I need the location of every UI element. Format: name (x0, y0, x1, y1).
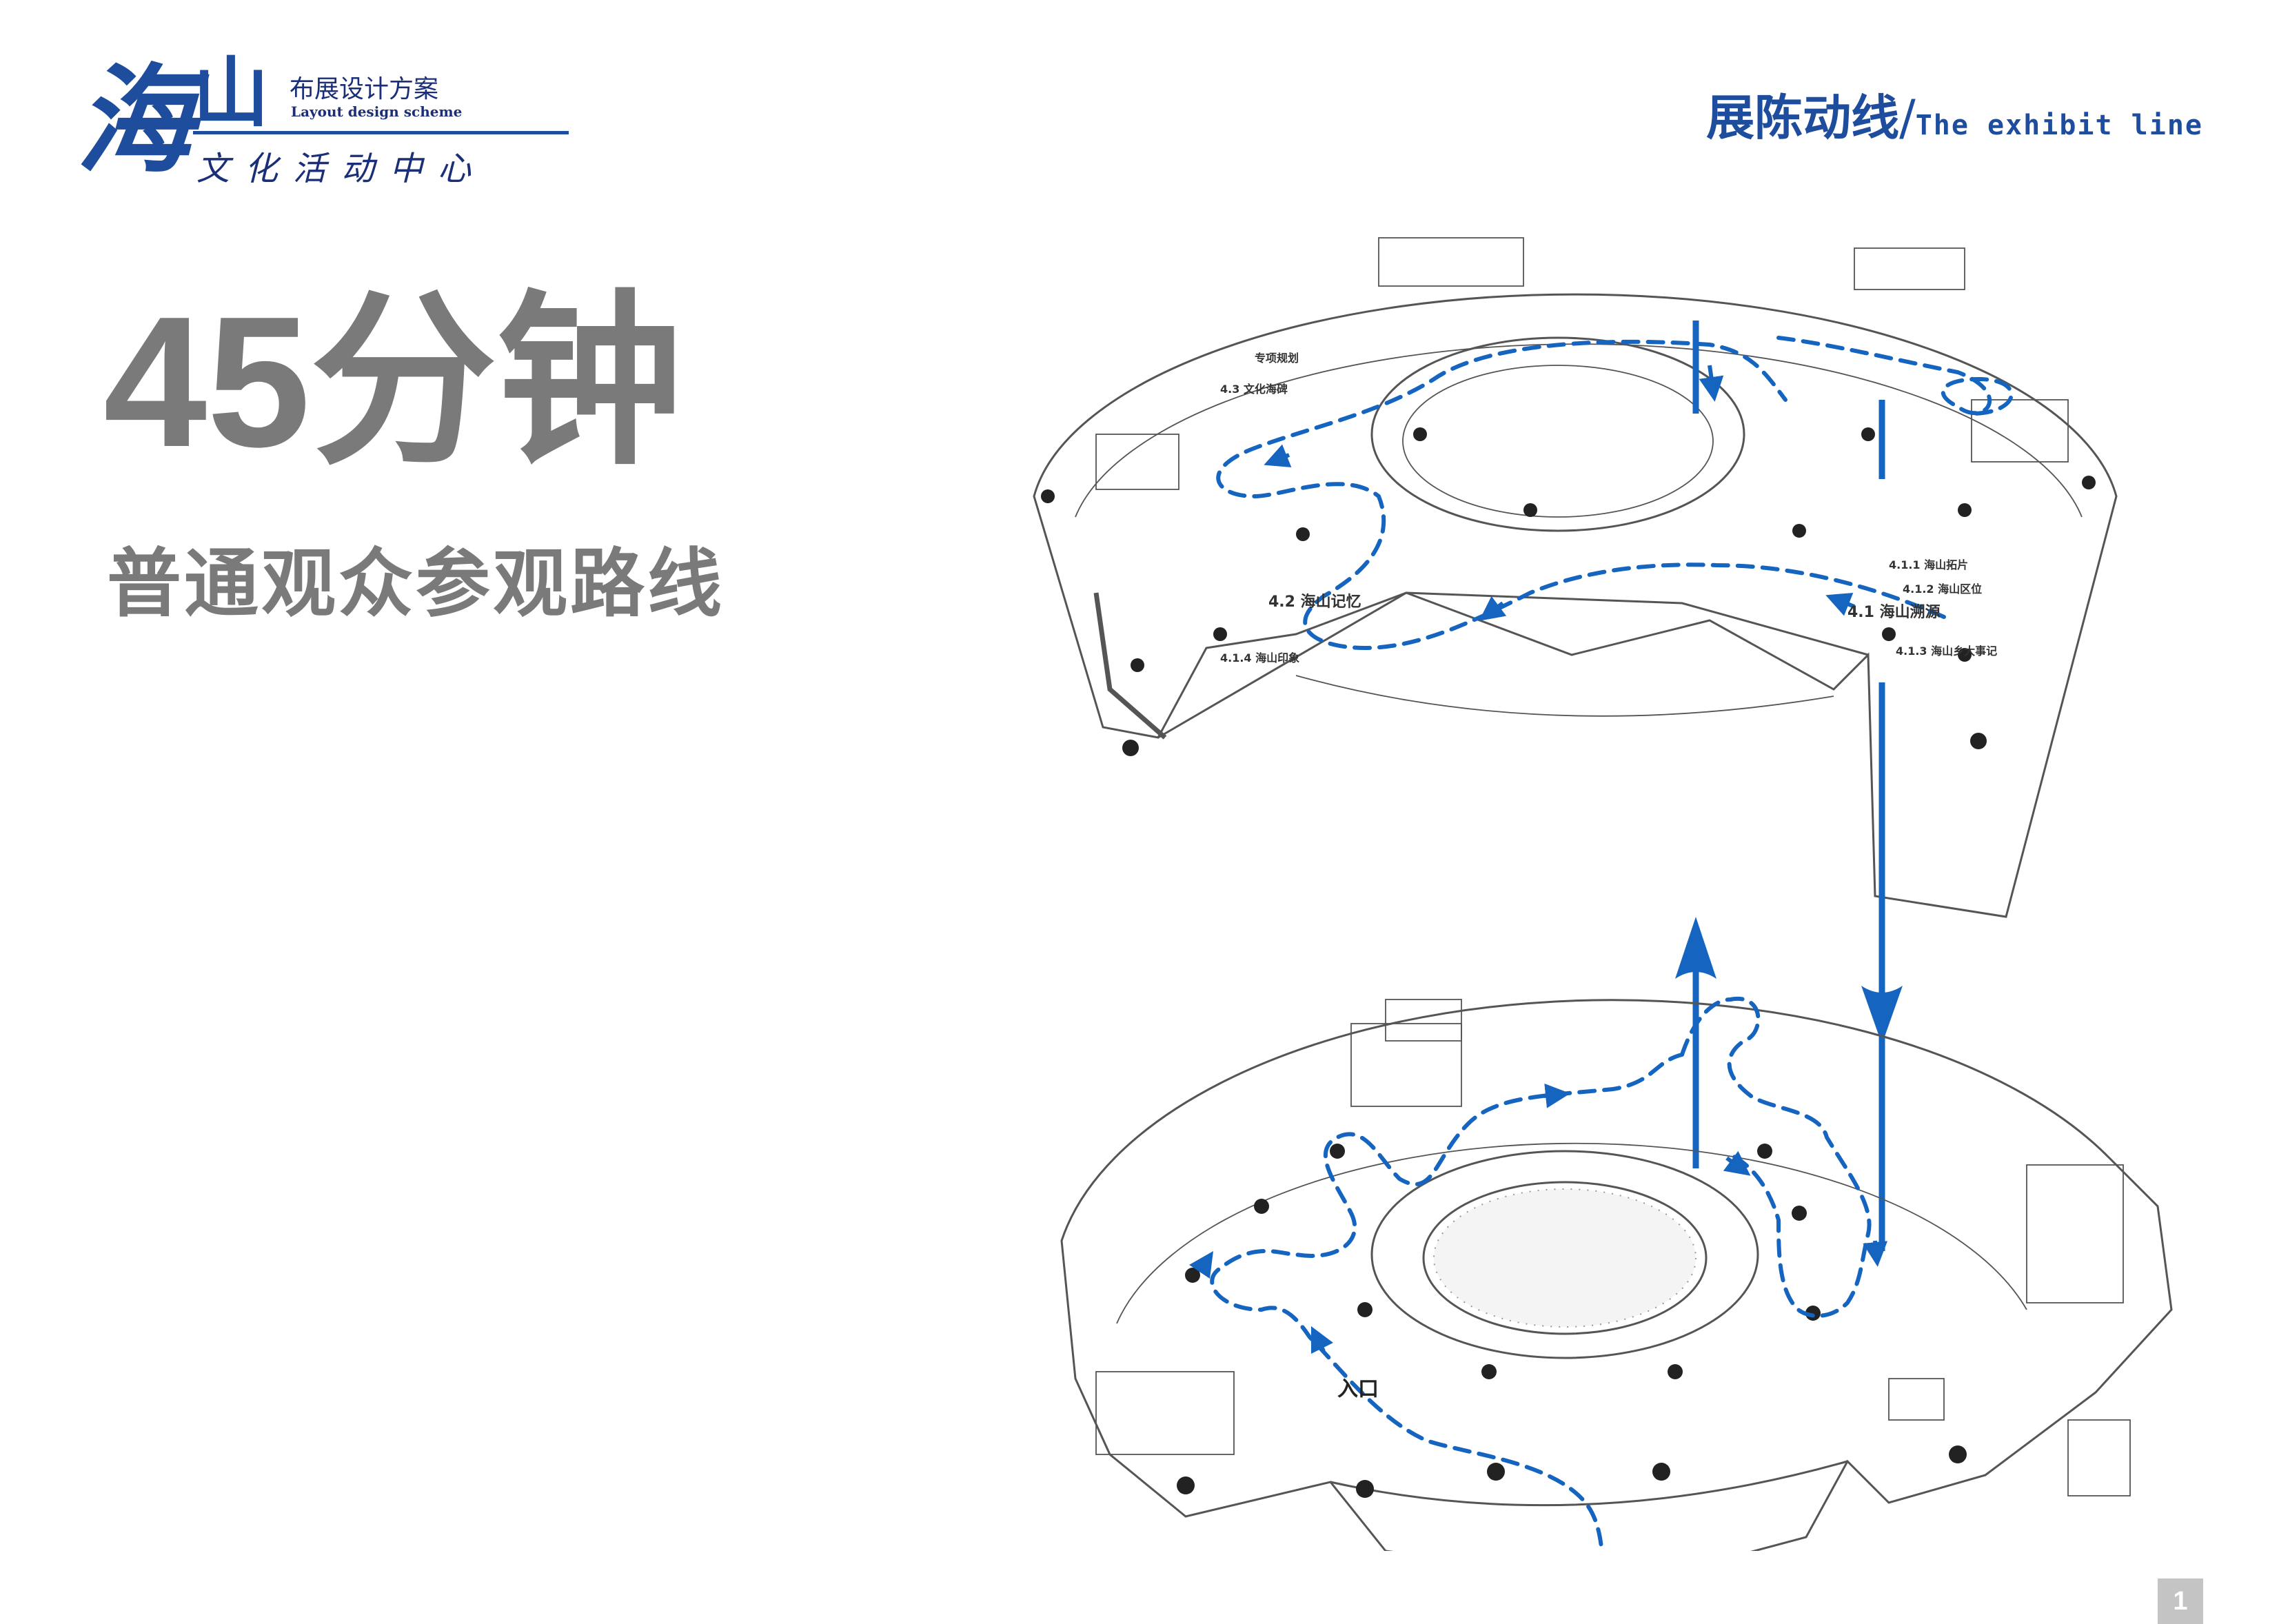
upper-label: 4.1.1 海山拓片 (1889, 558, 1968, 571)
upper-column (1131, 658, 1144, 672)
lower-atrium-inner (1422, 1181, 1708, 1335)
section-title-separator: / (1899, 90, 1916, 146)
upper-rooms-top (1378, 237, 1524, 287)
lower-square-right (1888, 1378, 1945, 1421)
logo-subtitle-zh: 布展设计方案 (290, 75, 439, 103)
lower-column (1487, 1463, 1505, 1481)
upper-column (1296, 527, 1310, 541)
connector-up-arrowhead (1675, 917, 1716, 979)
upper-route-arrow (1479, 596, 1507, 621)
upper-column (1882, 627, 1896, 641)
upper-label: 4.1.4 海山印象 (1220, 651, 1299, 664)
upper-column (1523, 503, 1537, 517)
upper-label: 4.2 海山记忆 (1268, 593, 1361, 611)
upper-floor-plan: 4.1 海山溯源 4.1.1 海山拓片 4.1.2 海山区位 4.1.3 海山乡… (1033, 237, 2118, 918)
lower-floor-plan: 入口 (1060, 996, 2173, 1551)
upper-route-arrow (1264, 444, 1292, 468)
logo-char-hai: 海 (76, 52, 194, 190)
upper-column (1861, 427, 1875, 441)
upper-label: 专项规划 (1255, 352, 1299, 365)
lower-column (1652, 1463, 1670, 1481)
upper-column (1041, 489, 1055, 503)
lower-rooms-top (1350, 1023, 1462, 1107)
upper-column (1413, 427, 1427, 441)
lower-column (1330, 1144, 1345, 1159)
upper-column (1958, 503, 1972, 517)
upper-rooms-top-right (1854, 247, 1965, 290)
upper-stair-right (1971, 399, 2069, 463)
route-subheading: 普通观众参观路线 (107, 541, 725, 627)
upper-column (1792, 524, 1806, 538)
lower-atrium-ring (1370, 1150, 1759, 1359)
lower-column (1185, 1268, 1200, 1283)
lower-column (1949, 1445, 1967, 1463)
duration-heading: 45分钟 (103, 278, 683, 486)
lower-column (1481, 1364, 1497, 1379)
lower-column (1668, 1364, 1683, 1379)
floor-plan-diagram: 4.1 海山溯源 4.1.1 海山拓片 4.1.2 海山区位 4.1.3 海山乡… (1033, 237, 2173, 1551)
upper-route-arrow (1699, 365, 1724, 402)
connector-down-arrowhead (1861, 986, 1903, 1044)
upper-column (1122, 740, 1139, 756)
lower-floor-outline (1060, 999, 2173, 1551)
lower-front-arc (1330, 1460, 1848, 1507)
lower-visitor-route-right (1680, 996, 1872, 1318)
section-title-zh: 展陈动线 (1706, 90, 1900, 146)
lower-column (1356, 1480, 1374, 1498)
lower-route-arrow (1189, 1251, 1213, 1279)
logo-subtitle-en: Layout design scheme (291, 103, 463, 120)
lower-column (1357, 1302, 1373, 1317)
lower-route-arrow (1723, 1150, 1751, 1176)
entrance-label: 入口 (1337, 1377, 1379, 1401)
upper-visitor-route-right (1776, 336, 2014, 416)
upper-route-arrow (1825, 592, 1856, 616)
lower-route-arrow (1863, 1240, 1888, 1267)
upper-atrium-ring (1370, 336, 1745, 532)
lower-inner-band (1116, 1142, 2027, 1324)
upper-label: 4.1.2 海山区位 (1903, 582, 1982, 596)
lower-seating-right (2067, 1419, 2131, 1496)
upper-floor-outline (1033, 293, 2118, 918)
upper-label: 4.3 文化海碑 (1220, 383, 1288, 396)
logo-divider (193, 131, 569, 134)
lower-column (1792, 1206, 1807, 1221)
logo-char-shan: 山 (193, 48, 269, 137)
lower-column (1254, 1199, 1269, 1214)
section-title: 展陈动线/The exhibit line (1706, 79, 2203, 149)
upper-label: 4.1.3 海山乡大事记 (1896, 644, 1997, 658)
upper-column (1970, 733, 1987, 749)
lower-rooms-left (1095, 1371, 1235, 1455)
lower-rooms-top-center (1385, 999, 1462, 1042)
logo-tagline: 文化活动中心 (196, 150, 487, 188)
lower-dome-pattern (1433, 1188, 1696, 1328)
lower-route-arrow (1310, 1326, 1334, 1354)
upper-column (1958, 648, 1972, 662)
page-number: 1 (2158, 1579, 2203, 1624)
upper-label: 4.1 海山溯源 (1847, 603, 1941, 621)
logo: 海 山 布展设计方案 Layout design scheme 文化活动中心 (76, 48, 569, 193)
lower-route-arrow (1543, 1083, 1570, 1108)
lower-stage-right (2026, 1164, 2124, 1303)
upper-column (1213, 627, 1227, 641)
upper-outer-band (1075, 343, 2083, 518)
upper-visitor-route (1216, 339, 1946, 651)
upper-column (2082, 476, 2096, 489)
lower-visitor-route (1210, 1053, 1684, 1551)
upper-cutout-edge (1157, 591, 1869, 739)
upper-atrium-inner (1402, 365, 1714, 518)
section-title-en: The exhibit line (1915, 110, 2203, 141)
upper-wall-left (1093, 592, 1167, 740)
upper-stair-left (1095, 434, 1179, 490)
upper-front-arc (1295, 675, 1834, 717)
lower-column (1757, 1144, 1772, 1159)
lower-column (1177, 1476, 1195, 1494)
